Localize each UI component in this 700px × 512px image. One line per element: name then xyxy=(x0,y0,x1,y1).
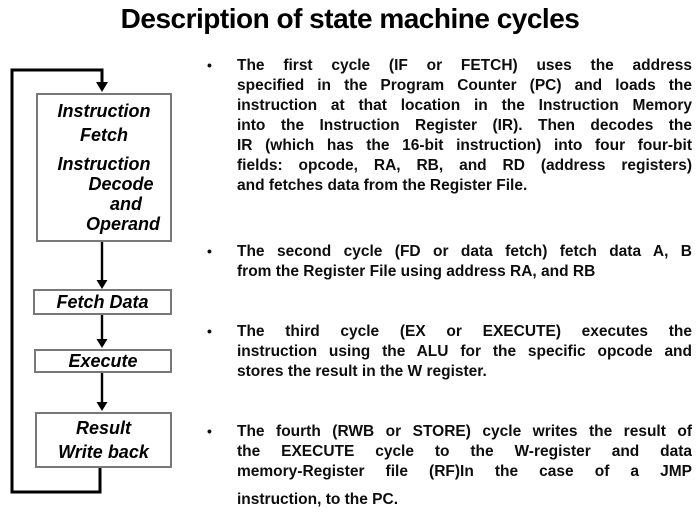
bullet-line: instruction at that location in the Inst… xyxy=(237,97,692,114)
bullet-line: The first cycle (IF or FETCH) uses the a… xyxy=(237,57,692,74)
bullet-item-second-cycle: • The second cycle (FD or data fetch) fe… xyxy=(205,242,692,282)
bullet-line: fields: opcode, RA, RB, and RD (address … xyxy=(237,157,692,174)
bullet-item-fourth-cycle: • The fourth (RWB or STORE) cycle writes… xyxy=(205,422,692,510)
flow-box-fetch-data: Fetch Data xyxy=(33,289,172,315)
bullet-line: stores the result in the W register. xyxy=(237,363,487,380)
flow-box-line: Result xyxy=(75,418,131,438)
bullet-marker: • xyxy=(207,323,212,339)
bullet-item-third-cycle: • The third cycle (EX or EXECUTE) execut… xyxy=(205,322,692,382)
bullet-line: and fetches data from the Register File. xyxy=(237,177,528,194)
bullet-marker: • xyxy=(207,243,212,259)
loop-arrowhead-icon xyxy=(96,82,108,92)
flow-box-execute: Execute xyxy=(34,349,172,373)
bullet-line: The fourth (RWB or STORE) cycle writes t… xyxy=(237,423,692,440)
flow-box-line: Instruction xyxy=(57,154,151,174)
flow-box-line: and xyxy=(109,194,142,214)
bullet-marker: • xyxy=(207,57,212,73)
bullet-line: instruction using the ALU for the specif… xyxy=(237,343,692,360)
bullet-item-first-cycle: • The first cycle (IF or FETCH) uses the… xyxy=(205,56,692,196)
bullet-line: The second cycle (FD or data fetch) fetc… xyxy=(237,243,692,260)
flow-box-line: Operand xyxy=(85,214,160,234)
flow-box-line: Decode xyxy=(88,174,154,194)
bullet-line: instruction, to the PC. xyxy=(237,491,399,508)
bullet-line: the EXECUTE cycle to the W-register and … xyxy=(237,443,692,460)
flow-box-instruction-fetch-decode: Instruction Fetch Instruction Decode and… xyxy=(36,93,172,242)
bullet-line: specified in the Program Counter (PC) an… xyxy=(237,77,692,94)
bullet-line: from the Register File using address RA,… xyxy=(237,263,596,280)
bullet-line: memory-Register file (RF)In the case of … xyxy=(237,463,692,480)
page-title: Description of state machine cycles xyxy=(120,3,580,34)
bullet-line: The third cycle (EX or EXECUTE) executes… xyxy=(237,323,692,340)
bullet-marker: • xyxy=(207,423,212,439)
bullet-line: into the Instruction Register (IR). Then… xyxy=(237,117,692,134)
bullet-line: IR (which has the 16-bit instruction) in… xyxy=(237,137,692,154)
flow-box-line: Fetch xyxy=(79,125,128,145)
flow-box-line: Write back xyxy=(58,442,149,462)
bullet-list: • The first cycle (IF or FETCH) uses the… xyxy=(205,56,692,510)
flow-box-line: Instruction xyxy=(57,101,151,121)
flow-box-result-write-back: Result Write back xyxy=(35,412,172,468)
